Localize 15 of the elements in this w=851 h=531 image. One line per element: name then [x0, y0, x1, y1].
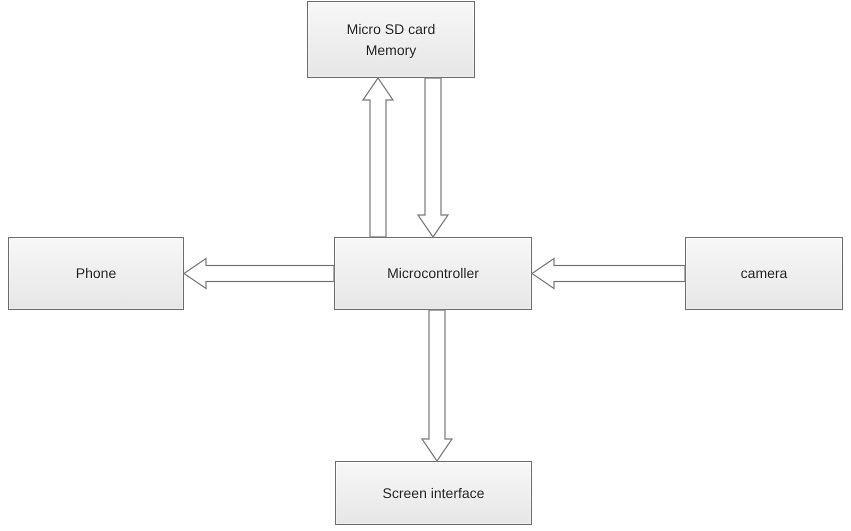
block-arrow: [362, 76, 394, 238]
process-box: [8, 237, 184, 310]
block-arrow: [420, 309, 454, 462]
box-label: Microcontroller: [387, 264, 479, 284]
box-label: Phone: [76, 264, 116, 284]
box-label: Micro SD card Memory: [346, 20, 436, 60]
box-label: camera: [740, 264, 788, 284]
block-arrow: [182, 257, 335, 290]
box-label: Screen interface: [382, 484, 484, 503]
process-box: [334, 237, 532, 310]
process-box: [685, 237, 843, 310]
block-arrow: [530, 257, 686, 290]
block-arrow: [416, 77, 450, 238]
process-box: [335, 461, 532, 525]
process-box: [307, 1, 475, 78]
